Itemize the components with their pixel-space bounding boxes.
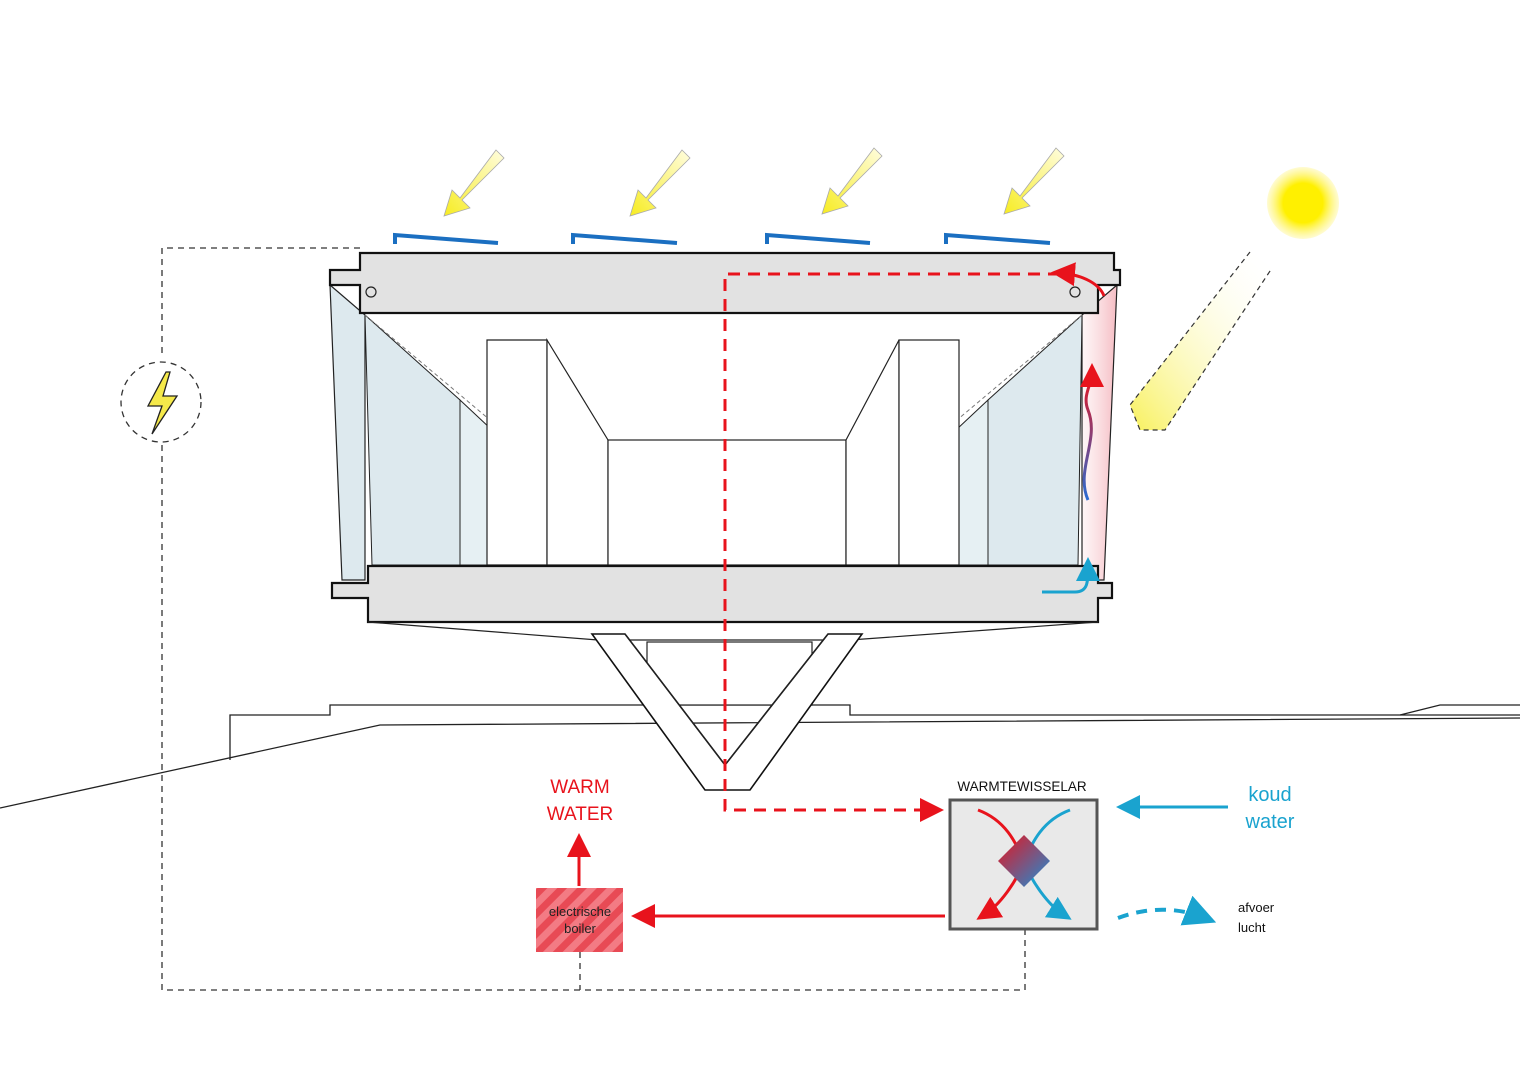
heat-exchanger-core-icon [998,835,1050,887]
exhaust-air-arrow [1117,895,1217,926]
sun-ray-arrow-icon [443,149,505,217]
boiler-label-2: boiler [564,921,596,936]
solar-panels [393,232,1051,245]
cold-water-label-1: koud [1248,784,1291,806]
building [328,251,1122,791]
heat-exchanger-label: WARMTEWISSELAR [957,779,1087,794]
terrain [0,704,1520,809]
cold-water-label-2: water [1245,811,1295,833]
exhaust-air-label-2: lucht [1238,920,1266,935]
warm-air-duct [723,272,1060,822]
airflow [1042,262,1106,594]
warm-water-label-2: WATER [547,804,614,825]
sun-ray-arrow-icon [1003,147,1065,215]
sun-ray-arrows [443,147,1065,217]
electric-boiler [536,888,623,952]
sun-ray-arrow-icon [821,147,883,215]
sun-ray-large [1129,251,1273,431]
boiler-label-1: electrische [549,904,611,919]
warm-water-label-1: WARM [550,777,609,798]
sun-ray-arrow-icon [629,149,691,217]
exhaust-air-label-1: afvoer [1238,900,1275,915]
electrical-wiring [161,247,1026,991]
sun-icon [1267,167,1339,239]
lightning-icon [120,361,202,443]
heat-exchanger [948,798,1099,931]
